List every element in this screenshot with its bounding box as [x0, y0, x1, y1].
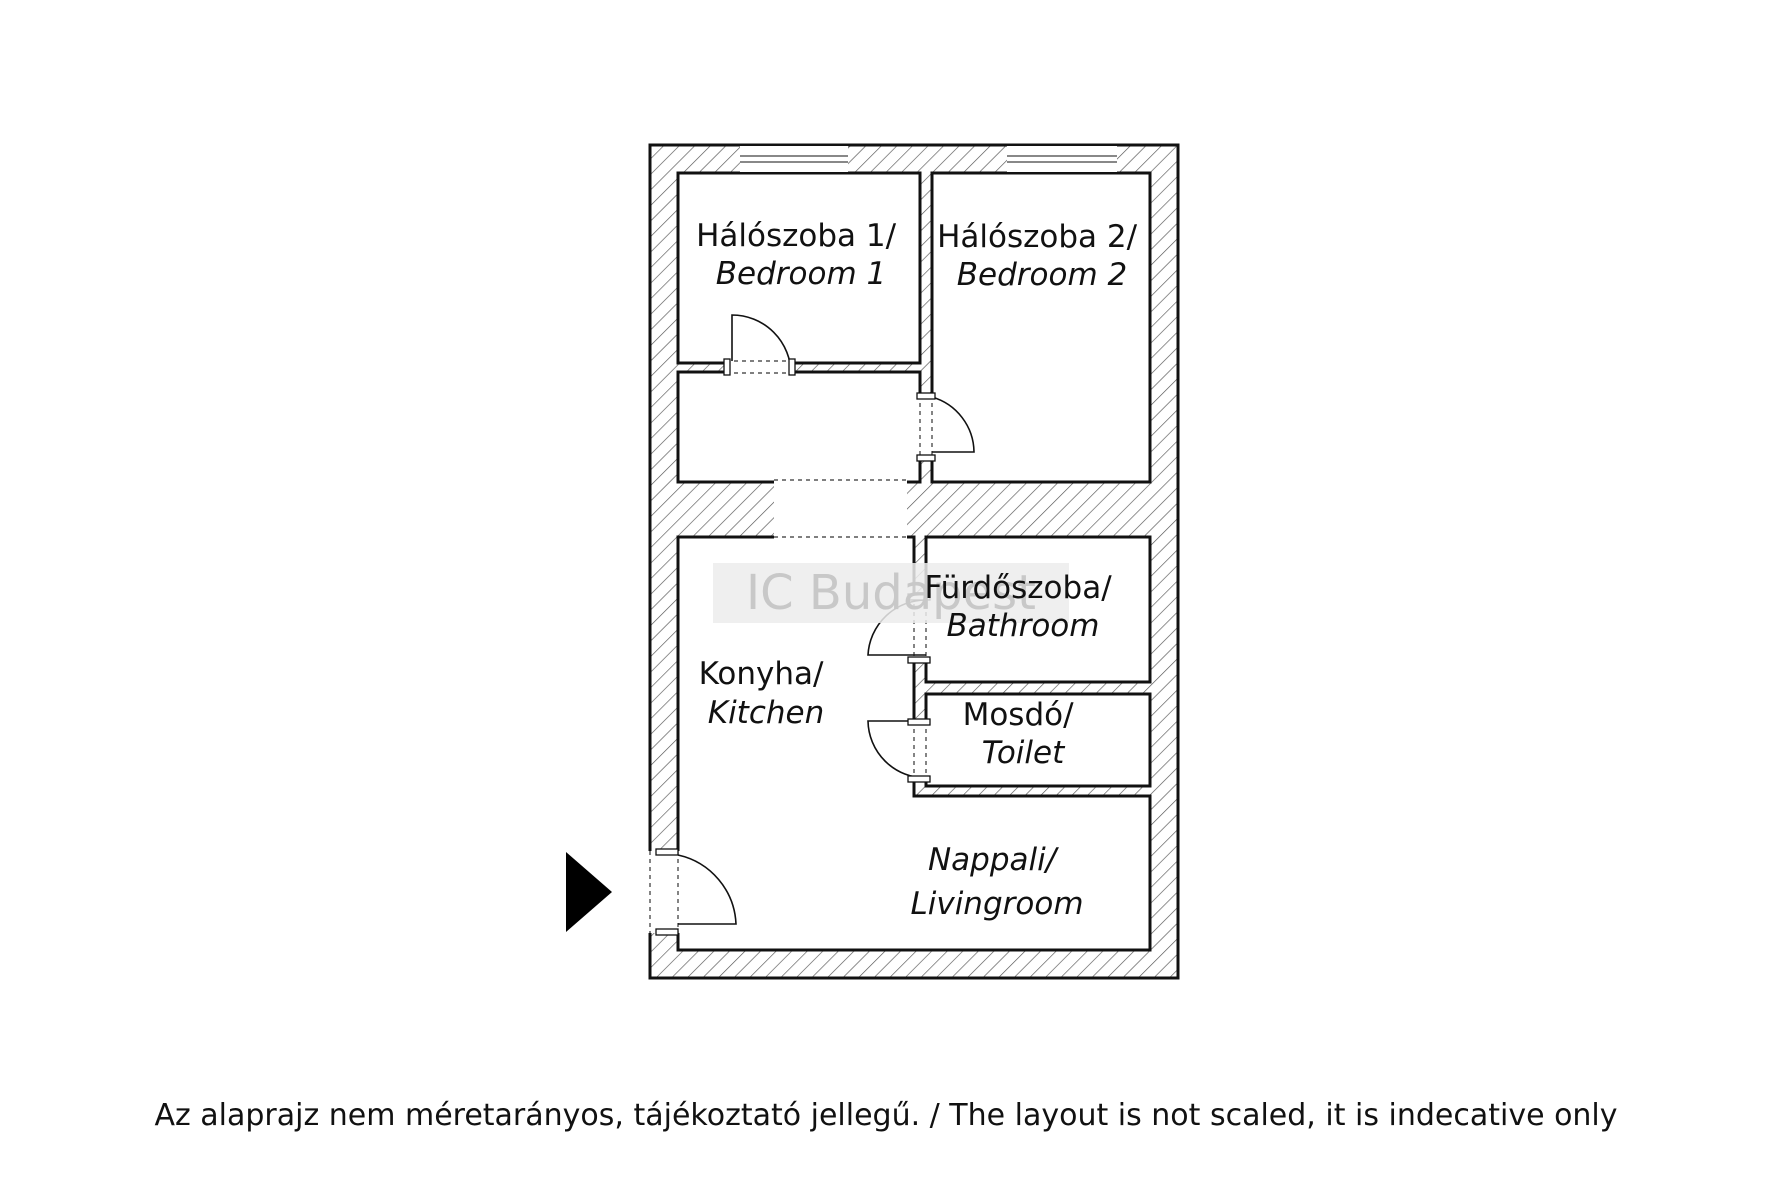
label-livingroom: Nappali/ Livingroom	[910, 842, 1083, 922]
room-toilet	[924, 692, 1152, 788]
window-bedroom-1	[740, 144, 848, 174]
label-bedroom-1: Hálószoba 1/ Bedroom 1	[696, 218, 906, 292]
window-bedroom-2	[1007, 144, 1117, 174]
label-kitchen: Konyha/ Kitchen	[699, 656, 834, 731]
label-bedroom-2: Hálószoba 2/ Bedroom 2	[937, 219, 1147, 293]
door-bedroom-2	[931, 396, 975, 453]
room-bedroom-1	[676, 171, 922, 365]
watermark-text: IC Budapest	[746, 565, 1036, 621]
watermark: IC Budapest	[713, 563, 1069, 623]
door-entrance	[677, 854, 737, 925]
label-toilet: Mosdó/ Toilet	[963, 697, 1084, 771]
passage-hall-kitchen	[774, 480, 907, 539]
disclaimer-note: Az alaprajz nem méretarányos, tájékoztat…	[154, 1098, 1618, 1133]
room-hallway	[676, 370, 922, 484]
label-bathroom: Fürdőszoba/ Bathroom	[925, 570, 1122, 644]
entrance-arrow-icon	[566, 852, 612, 932]
